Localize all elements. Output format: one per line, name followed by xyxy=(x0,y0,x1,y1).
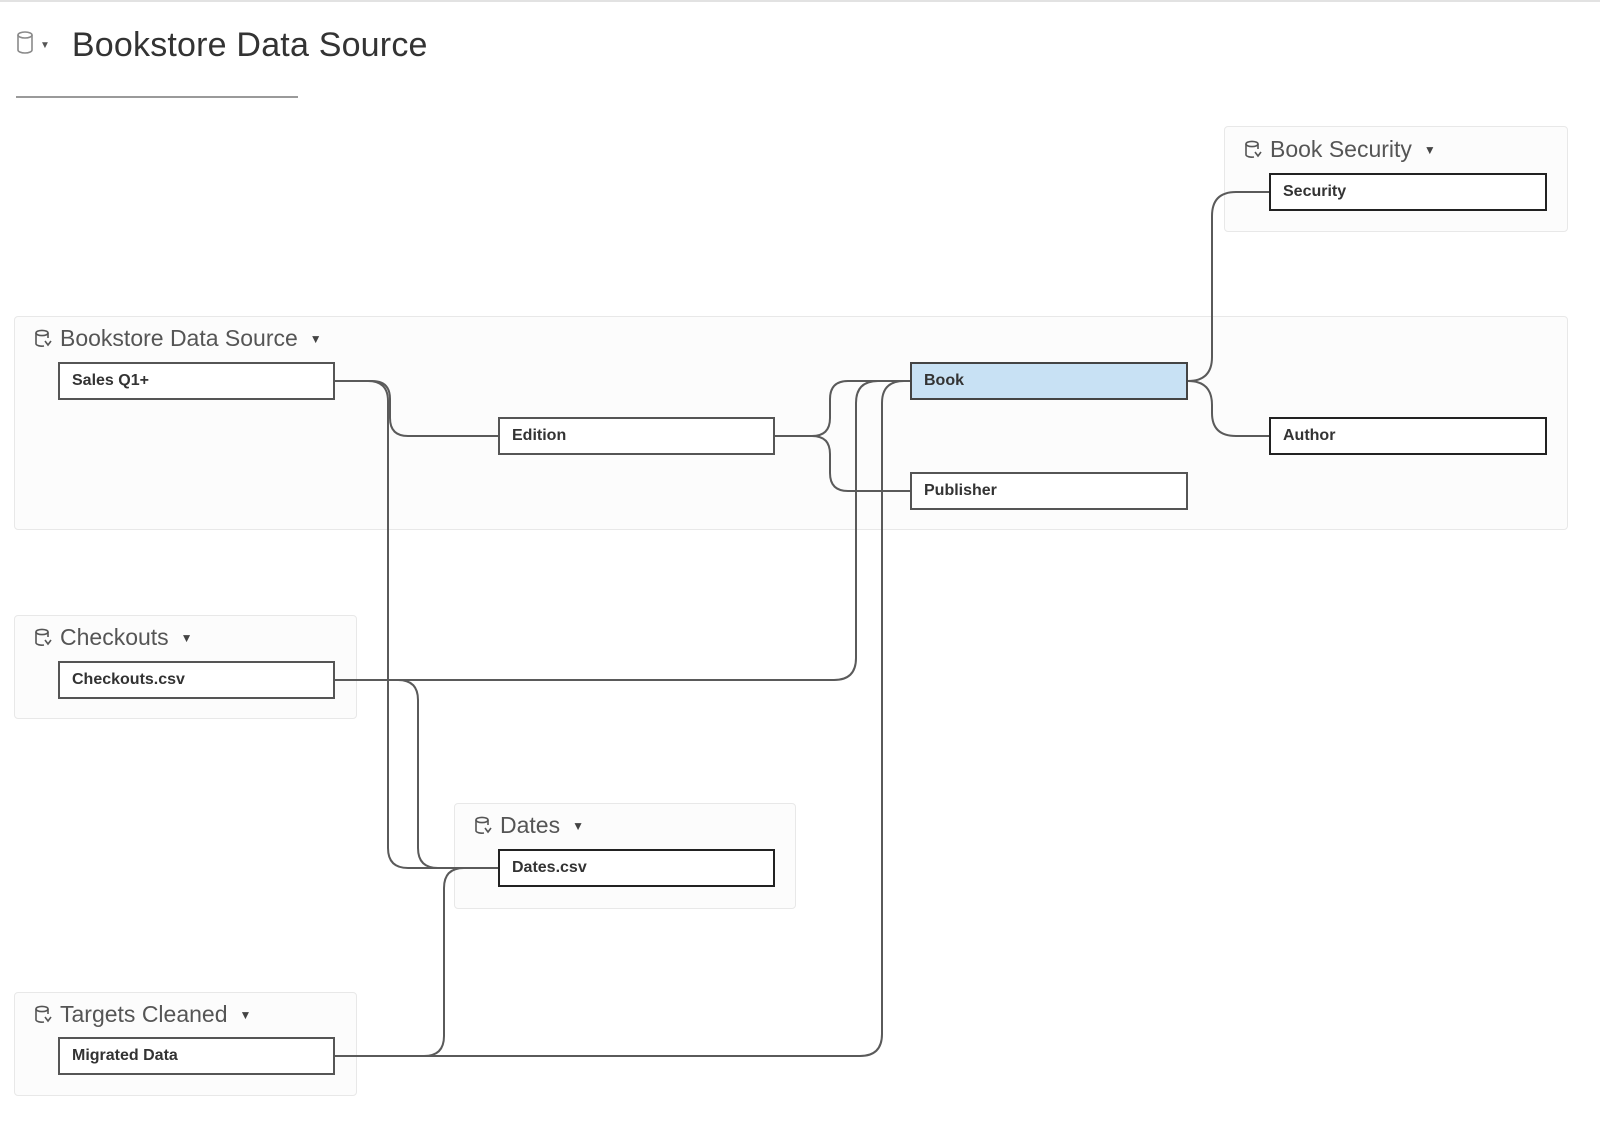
caret-down-icon[interactable]: ▼ xyxy=(572,818,584,833)
link-edition-publisher xyxy=(774,435,910,492)
group-label: Bookstore Data Source xyxy=(60,325,298,351)
data-source-menu[interactable]: ▼ xyxy=(16,29,50,62)
group-label: Dates xyxy=(500,812,561,838)
title-underline xyxy=(16,96,298,98)
page-title: Bookstore Data Source xyxy=(71,25,428,64)
table-book[interactable]: Book xyxy=(910,362,1188,400)
relationship-cylinder-icon xyxy=(474,815,492,837)
top-border xyxy=(0,0,1600,2)
table-dates-csv[interactable]: Dates.csv xyxy=(498,849,775,887)
relationship-cylinder-icon xyxy=(34,328,52,350)
table-publisher[interactable]: Publisher xyxy=(910,472,1188,510)
link-book-security xyxy=(1187,191,1269,382)
group-label: Targets Cleaned xyxy=(60,1001,228,1027)
caret-down-icon[interactable]: ▼ xyxy=(239,1007,252,1022)
link-checkouts-dates xyxy=(334,679,498,869)
group-label: Checkouts xyxy=(60,624,169,650)
link-edition-book xyxy=(774,380,910,437)
chevron-down-icon: ▼ xyxy=(40,39,50,51)
relationship-cylinder-icon xyxy=(34,1004,52,1026)
table-migrated-data[interactable]: Migrated Data xyxy=(58,1037,335,1075)
group-header-dates[interactable]: Dates ▼ xyxy=(474,812,584,839)
page-header: ▼ Bookstore Data Source xyxy=(16,20,428,70)
database-icon xyxy=(16,29,38,62)
caret-down-icon[interactable]: ▼ xyxy=(180,630,193,645)
table-edition[interactable]: Edition xyxy=(498,417,775,455)
table-sales-q1[interactable]: Sales Q1+ xyxy=(58,362,335,400)
link-sales-edition xyxy=(334,380,498,437)
relationship-cylinder-icon xyxy=(1244,139,1262,161)
link-migrated-dates xyxy=(334,867,498,1057)
group-header-book-security[interactable]: Book Security ▼ xyxy=(1244,136,1436,163)
table-author[interactable]: Author xyxy=(1269,417,1547,455)
link-sales-dates xyxy=(334,380,498,869)
table-checkouts-csv[interactable]: Checkouts.csv xyxy=(58,661,335,699)
link-checkouts-book xyxy=(334,380,910,681)
group-label: Book Security xyxy=(1270,136,1412,162)
link-migrated-book xyxy=(334,380,910,1057)
caret-down-icon[interactable]: ▼ xyxy=(1423,142,1436,157)
link-book-author xyxy=(1187,380,1269,437)
caret-down-icon[interactable]: ▼ xyxy=(309,331,322,346)
group-header-bookstore[interactable]: Bookstore Data Source ▼ xyxy=(34,325,322,352)
group-header-checkouts[interactable]: Checkouts ▼ xyxy=(34,624,193,651)
table-security[interactable]: Security xyxy=(1269,173,1547,211)
relationship-cylinder-icon xyxy=(34,627,52,649)
group-header-targets[interactable]: Targets Cleaned ▼ xyxy=(34,1001,251,1028)
